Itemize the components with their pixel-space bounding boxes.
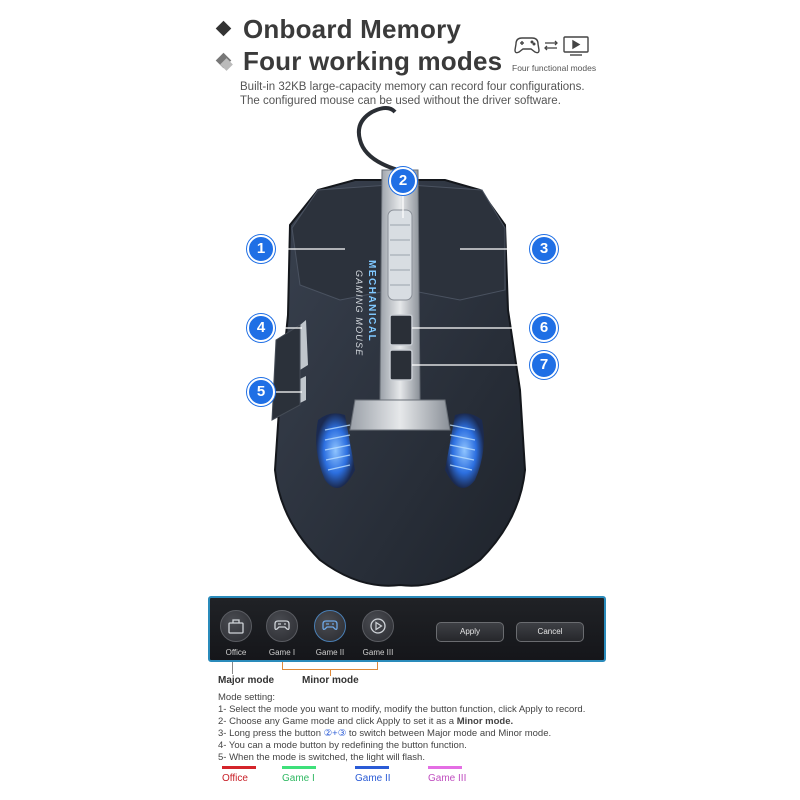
settings-line-4: 4- You can a mode button by redefining t… [218,740,467,751]
legend-game-3: Game III [428,766,466,784]
mode-control-panel: Office Game I Game II Game III Apply [208,596,606,662]
settings-line-5: 5- When the mode is switched, the light … [218,752,425,763]
minor-mode-label: Minor mode [302,675,359,686]
left-led-glow [316,413,355,488]
settings-line-2-bold: Minor mode. [456,716,514,727]
mode-setting-instructions: Mode setting: 1- Select the mode you wan… [218,692,585,764]
legend-label-game-2: Game II [355,773,391,784]
legend-swatch-office [222,766,256,769]
mouse-cable [356,106,399,172]
side-text-mechanical: MECHANICAL [366,260,377,342]
callout-4: 4 [247,314,275,342]
mode-label-office: Office [225,648,247,657]
play-icon [370,618,386,634]
gamepad-icon [322,620,338,630]
mode-button-game-1[interactable] [266,610,298,642]
mode-button-upper [389,314,413,346]
right-button-panel [407,184,506,301]
legend-game-1: Game I [282,766,316,784]
gamepad-to-monitor-icon [514,36,589,56]
legend-swatch-game-2 [355,766,389,769]
briefcase-icon [228,619,244,634]
settings-line-3-prefix: 3- Long press the button [218,728,324,739]
title-onboard-memory: Onboard Memory [215,14,462,45]
settings-line-1: 1- Select the mode you want to modify, m… [218,704,586,715]
mode-button-office[interactable] [220,610,252,642]
settings-line-3-buttons: ②+③ [323,728,347,739]
mode-button-game-2[interactable] [314,610,346,642]
settings-line-3-suffix: to switch between Major mode and Minor m… [346,728,552,739]
apply-button[interactable]: Apply [436,622,504,642]
side-button-front [300,320,308,370]
lower-metal-bracket [349,399,451,431]
callout-6: 6 [530,314,558,342]
mode-button-lower [389,349,413,381]
legend-label-game-3: Game III [428,773,467,784]
monitor-icon [563,36,589,56]
mode-label-game-3: Game III [362,648,394,657]
left-wing [271,324,301,421]
major-mode-connector [232,662,233,674]
title-text-2: Four working modes [243,46,503,76]
modes-caption: Four functional modes [512,63,597,73]
swap-arrows-icon [544,40,558,51]
callout-7: 7 [530,351,558,379]
major-mode-label: Major mode [218,675,275,686]
side-text-gaming-mouse: GAMING MOUSE [354,270,364,356]
callout-3: 3 [530,235,558,263]
gaming-mouse-illustration: MECHANICAL GAMING MOUSE [271,106,527,587]
legend-game-2: Game II [355,766,391,784]
right-led-glow [445,413,484,488]
callout-5: 5 [247,378,275,406]
settings-line-3: 3- Long press the button ②+③ to switch b… [218,728,585,740]
gamepad-icon [274,620,290,630]
cancel-button[interactable]: Cancel [516,622,584,642]
title-working-modes: Four working modes [215,46,503,77]
callout-1: 1 [247,235,275,263]
callout-2: 2 [389,167,417,195]
settings-line-2-text: 2- Choose any Game mode and click Apply … [218,716,457,727]
settings-line-2: 2- Choose any Game mode and click Apply … [218,716,585,728]
description: Built-in 32KB large-capacity memory can … [240,80,620,108]
title-text-1: Onboard Memory [243,14,462,44]
description-line-1: Built-in 32KB large-capacity memory can … [240,81,585,93]
mode-label-game-1: Game I [268,648,296,657]
legend-swatch-game-1 [282,766,316,769]
legend-label-game-1: Game I [282,773,315,784]
legend-office: Office [222,766,256,784]
minor-mode-connector [330,670,331,676]
minor-mode-bracket [282,662,378,670]
gamepad-icon [514,37,540,54]
settings-heading: Mode setting: [218,692,276,703]
description-line-2: The configured mouse can be used without… [240,95,561,107]
mode-label-game-2: Game II [315,648,345,657]
legend-swatch-game-3 [428,766,462,769]
legend-label-office: Office [222,773,248,784]
mode-button-game-3[interactable] [362,610,394,642]
